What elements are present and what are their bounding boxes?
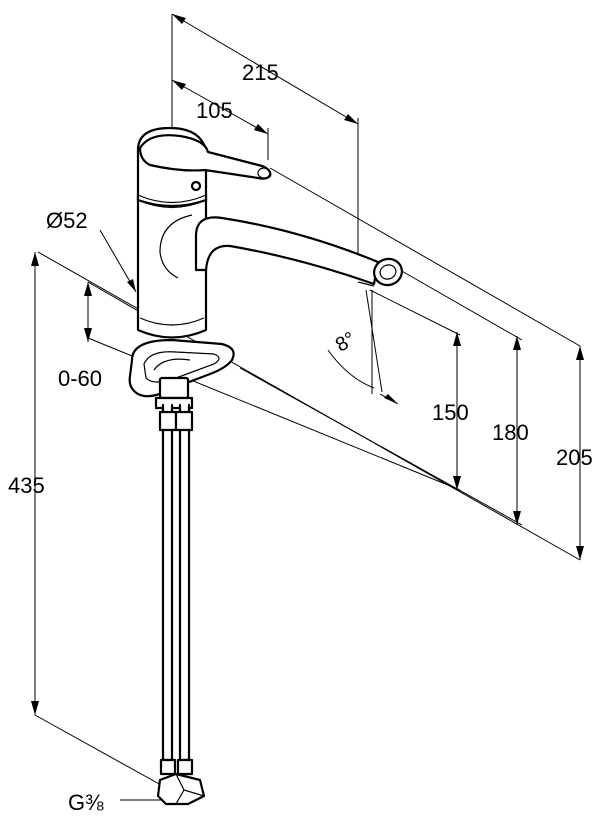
dimension-lines (31, 13, 584, 801)
dim-spout-angle: 8° (332, 328, 360, 357)
dim-aerator-height: 180 (492, 420, 529, 445)
dim-handle-reach: 105 (196, 98, 233, 123)
dim-overall-height: 205 (556, 445, 593, 470)
dim-deck-thickness: 0-60 (58, 366, 102, 391)
supply-hoses (156, 403, 206, 806)
dim-spout-height: 150 (432, 400, 469, 425)
dim-connection-thread: G⅜ (68, 790, 104, 815)
dim-hose-length: 435 (8, 473, 45, 498)
dimension-labels: 215 105 Ø52 0-60 150 180 205 435 8° G⅜ (8, 60, 593, 815)
dim-base-diameter: Ø52 (46, 208, 88, 233)
faucet-body (136, 126, 403, 339)
mounting-bracket (128, 338, 235, 410)
dim-overall-reach: 215 (242, 60, 279, 85)
